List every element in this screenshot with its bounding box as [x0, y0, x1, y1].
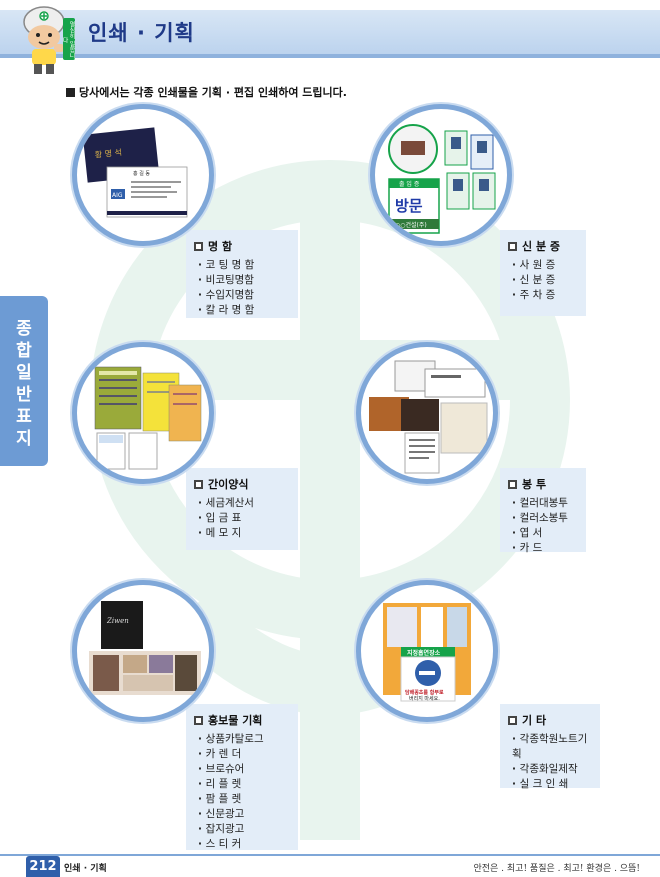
- category-title: 봉 투: [508, 476, 576, 492]
- square-icon: [194, 242, 203, 251]
- category-item: 메 모 지: [194, 526, 288, 541]
- category-item: 칼 라 명 함: [194, 303, 288, 318]
- square-icon: [508, 716, 517, 725]
- category-item: 스 티 커: [194, 837, 288, 852]
- side-tab: 종 합 일 반 표 지: [0, 296, 48, 466]
- category-item: 코 팅 명 함: [194, 258, 288, 273]
- svg-text:○○건설(주): ○○건설(주): [395, 221, 427, 229]
- side-tab-char: 반: [16, 385, 32, 405]
- svg-text:출 입 증: 출 입 증: [399, 180, 420, 188]
- svg-text:담배꽁초를 함부로: 담배꽁초를 함부로: [405, 689, 444, 696]
- category-box-promo: 홍보물 기획 상품카탈로그 카 렌 더 브로슈어 리 플 렛 팜 플 렛 신문광…: [186, 704, 298, 850]
- category-title: 기 타: [508, 712, 590, 728]
- category-title: 신 분 증: [508, 238, 576, 254]
- intro-text: 당사에서는 각종 인쇄물을 기획 · 편집 인쇄하여 드립니다.: [79, 86, 347, 99]
- category-item: 카 렌 더: [194, 747, 288, 762]
- category-item: 사 원 증: [508, 258, 576, 273]
- category-item: 엽 서: [508, 526, 576, 541]
- square-icon: [194, 716, 203, 725]
- intro-text-wrap: 당사에서는 각종 인쇄물을 기획 · 편집 인쇄하여 드립니다.: [66, 84, 347, 100]
- svg-text:Ziwen: Ziwen: [106, 617, 129, 625]
- category-item: 신 분 증: [508, 273, 576, 288]
- category-item: 컬러대봉투: [508, 496, 576, 511]
- category-title: 명 함: [194, 238, 288, 254]
- sample-image-envelopes: [356, 342, 498, 484]
- header-band: [0, 10, 660, 58]
- footer-section: 인쇄 · 기획: [64, 864, 107, 874]
- sample-image-etc: 지정흡연장소 담배꽁초를 함부로 버리지 마세요.: [356, 580, 498, 722]
- side-tab-char: 일: [16, 363, 32, 383]
- category-item: 입 금 표: [194, 511, 288, 526]
- svg-text:버리지 마세요.: 버리지 마세요.: [409, 695, 440, 702]
- category-item: 신문광고: [194, 807, 288, 822]
- sample-image-promo: Ziwen: [72, 580, 214, 722]
- category-item: 카 드: [508, 541, 576, 556]
- page-title: 인쇄 · 기획: [88, 21, 195, 45]
- category-item: 세금계산서: [194, 496, 288, 511]
- page-number: 212: [26, 856, 60, 877]
- svg-text:황 명 석: 황 명 석: [94, 147, 122, 160]
- category-box-forms: 간이양식 세금계산서 입 금 표 메 모 지: [186, 468, 298, 550]
- footer-bar: [0, 854, 660, 877]
- svg-text:방문: 방문: [395, 197, 423, 215]
- mascot-badge: 열심히 일합니다: [61, 18, 75, 60]
- mascot-icon: [23, 6, 65, 74]
- sample-image-idcards: 출 입 증 방문 ○○건설(주): [370, 104, 512, 246]
- category-box-envelope: 봉 투 컬러대봉투 컬러소봉투 엽 서 카 드: [500, 468, 586, 554]
- category-item: 브로슈어: [194, 762, 288, 777]
- category-item: 잡지광고: [194, 822, 288, 837]
- category-box-etc: 기 타 각종학원노트기획 각종화일제작 실 크 인 쇄: [500, 704, 600, 790]
- logo-text: AIG: [112, 192, 123, 199]
- category-title: 홍보물 기획: [194, 712, 288, 728]
- sample-image-forms: [72, 342, 214, 484]
- category-item: 수입지명함: [194, 288, 288, 303]
- side-tab-char: 표: [16, 407, 32, 427]
- svg-text:홍 길 동: 홍 길 동: [133, 170, 150, 177]
- category-box-namecard: 명 함 코 팅 명 함 비코팅명함 수입지명함 칼 라 명 함: [186, 230, 298, 318]
- square-icon: [508, 242, 517, 251]
- category-item: 팜 플 렛: [194, 792, 288, 807]
- category-box-idcard: 신 분 증 사 원 증 신 분 증 주 차 증: [500, 230, 586, 316]
- svg-text:지정흡연장소: 지정흡연장소: [407, 649, 441, 657]
- side-tab-char: 종: [16, 319, 32, 339]
- square-icon: [194, 480, 203, 489]
- square-icon: [508, 480, 517, 489]
- side-tab-char: 지: [16, 429, 32, 449]
- category-item: 상품카탈로그: [194, 732, 288, 747]
- sample-image-namecards: 황 명 석 AIG 홍 길 동: [72, 104, 214, 246]
- category-item: 리 플 렛: [194, 777, 288, 792]
- category-title: 간이양식: [194, 476, 288, 492]
- category-item: 컬러소봉투: [508, 511, 576, 526]
- category-item: 비코팅명함: [194, 273, 288, 288]
- category-item: 각종학원노트기획: [508, 732, 590, 762]
- category-item: 실 크 인 쇄: [508, 777, 590, 792]
- side-tab-char: 합: [16, 341, 32, 361]
- category-item: 각종화일제작: [508, 762, 590, 777]
- square-bullet-icon: [66, 88, 75, 97]
- footer-slogan: 안전은 . 최고! 품질은 . 최고! 환경은 . 으뜸!: [473, 864, 640, 874]
- category-item: 주 차 증: [508, 288, 576, 303]
